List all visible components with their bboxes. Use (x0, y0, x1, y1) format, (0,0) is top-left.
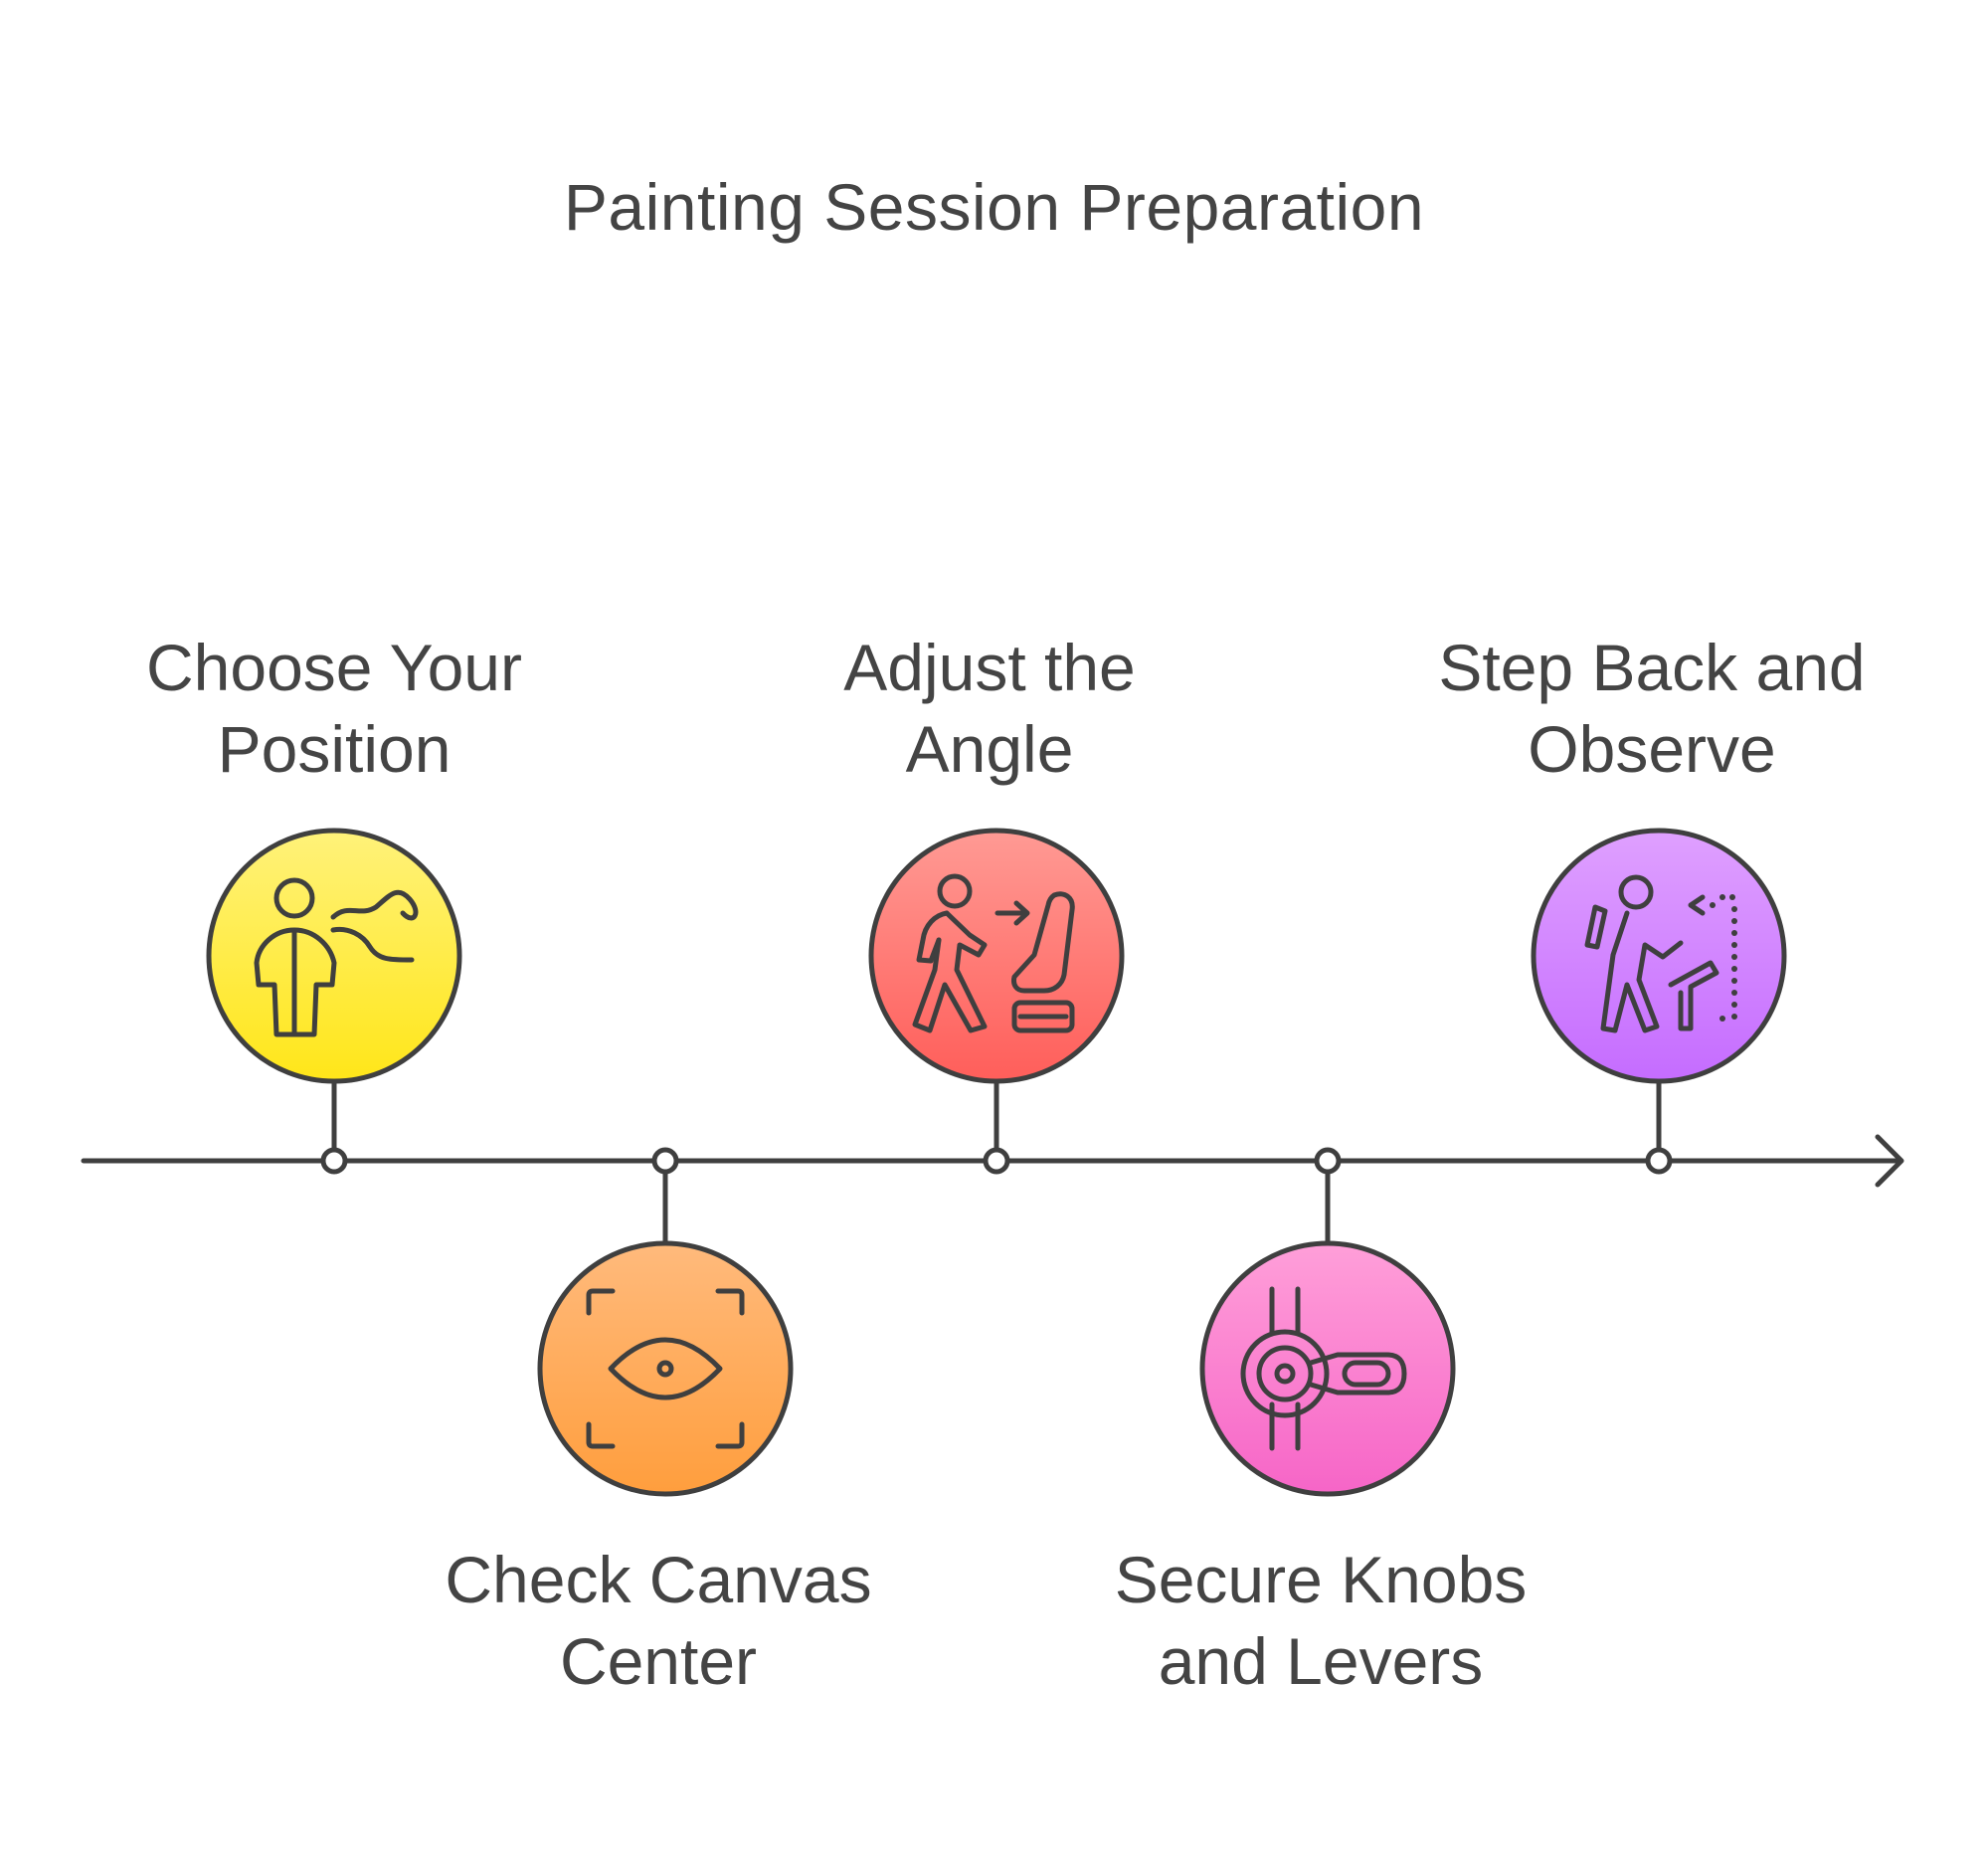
person-with-path-icon (254, 877, 419, 1037)
step-1 (206, 828, 462, 1175)
step-2-label-line-2: Center (559, 1624, 758, 1698)
step-3-node (983, 1147, 1010, 1175)
timeline-arrowhead (1875, 1134, 1904, 1188)
step-5 (1531, 828, 1787, 1175)
step-2-node (651, 1147, 679, 1175)
step-1-label-line-2: Position (217, 712, 452, 786)
step-3 (868, 828, 1125, 1175)
step-3-label-line-2: Angle (905, 712, 1074, 786)
step-2-circle (537, 1240, 794, 1497)
diagram-title: Painting Session Preparation (563, 170, 1425, 244)
step-5-label-line-2: Observe (1528, 712, 1776, 786)
step-5-label-line-1: Step Back and (1438, 631, 1866, 704)
step-4-label-line-2: and Levers (1158, 1624, 1484, 1698)
step-2-label-line-1: Check Canvas (445, 1543, 872, 1616)
step-1-label: Choose Your Position (76, 627, 593, 790)
step-3-label: Adjust the Angle (731, 627, 1248, 790)
step-3-label-line-1: Adjust the (843, 631, 1136, 704)
step-1-label-line-1: Choose Your (146, 631, 522, 704)
step-5-label: Step Back and Observe (1393, 627, 1910, 790)
step-4 (1199, 1147, 1456, 1497)
step-2 (537, 1147, 794, 1497)
step-2-label: Check Canvas Center (400, 1539, 917, 1702)
step-5-node (1645, 1147, 1673, 1175)
person-walking-to-seat-icon (912, 873, 1075, 1033)
step-4-node (1314, 1147, 1342, 1175)
person-stepping-back-icon (1584, 874, 1737, 1033)
eye-focus-icon (586, 1288, 745, 1449)
knob-and-lever-icon (1240, 1286, 1407, 1451)
step-4-label: Secure Knobs and Levers (1062, 1539, 1579, 1702)
step-3-circle (868, 828, 1125, 1084)
step-1-node (320, 1147, 348, 1175)
step-4-label-line-1: Secure Knobs (1114, 1543, 1528, 1616)
